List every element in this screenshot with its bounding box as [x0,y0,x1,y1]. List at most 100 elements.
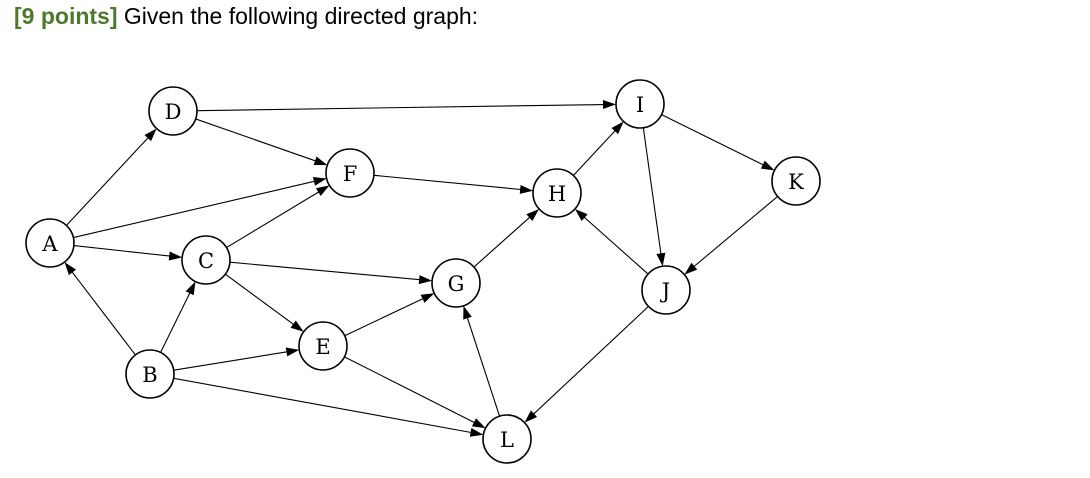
edge-line [73,245,172,257]
node-label: C [198,249,214,273]
node-circle [771,156,821,206]
node-l: L [482,414,532,464]
arrowhead [144,128,157,142]
node-label: J [660,279,670,303]
arrowhead [285,347,300,357]
arrowhead [185,281,196,296]
edge-line [73,180,317,239]
edge-line [195,118,318,162]
edge-b-l [173,377,484,437]
edge-c-f [226,185,330,249]
arrowhead [760,160,775,171]
edge-line [572,129,617,176]
node-label: K [788,170,804,194]
edge-line [344,297,425,337]
node-label: L [500,428,514,452]
arrowhead [64,262,77,276]
edge-a-f [73,177,327,239]
arrowhead [313,156,328,166]
arrowhead [463,305,472,320]
edge-k-j [684,195,778,275]
node-k: K [771,156,821,206]
edge-line [692,195,778,268]
edge-line [344,356,477,424]
node-circle [482,414,532,464]
edge-c-g [229,261,433,285]
node-circle [325,148,375,198]
edge-d-f [195,118,328,166]
edge-line [173,377,473,434]
edge-line [582,215,649,275]
node-circle [641,265,691,315]
node-circle [125,349,175,399]
node-circle [181,235,231,285]
arrowhead [526,208,540,221]
points-label: [9 points] [14,3,118,29]
edge-c-e [225,273,304,332]
edge-line [65,136,150,226]
arrowhead [602,100,617,110]
edge-line [229,261,422,281]
edge-line [473,215,532,268]
node-b: B [125,349,175,399]
node-j: J [641,265,691,315]
node-label: B [142,363,157,387]
edge-e-g [344,293,435,337]
node-f: F [325,148,375,198]
edge-line [226,190,321,249]
node-circle [148,86,198,136]
edge-line [160,291,192,353]
nodes-layer: A B C D E F G H I J K L [25,79,821,464]
node-label: I [636,93,644,117]
question-prompt: Given the following directed graph: [123,3,479,29]
node-d: D [148,86,198,136]
arrowhead [684,262,698,275]
edge-b-e [173,347,300,371]
edge-line [173,351,289,371]
node-h: H [532,168,582,218]
edge-g-h [473,208,540,268]
node-label: F [343,162,358,186]
edge-line [661,114,765,167]
arrowhead [290,320,304,332]
edge-l-g [463,305,501,417]
edge-b-a [64,262,136,356]
node-label: H [548,182,566,206]
arrowhead [312,177,327,186]
node-label: G [448,272,465,296]
arrowhead [611,121,624,135]
node-c: C [181,235,231,285]
node-circle [532,168,582,218]
arrowhead [168,251,183,261]
node-label: D [165,100,182,124]
edge-line [373,174,523,191]
arrowhead [469,427,484,437]
question-heading: [9 points] Given the following directed … [14,3,478,30]
edge-i-k [661,114,775,171]
node-circle [25,218,75,268]
arrowhead [471,418,486,429]
arrowhead [418,275,433,285]
edge-b-c [160,281,196,353]
edge-line [225,273,296,326]
node-label: E [315,335,330,359]
edge-f-h [373,174,534,194]
node-g: G [431,258,481,308]
edge-a-d [65,128,157,226]
edge-d-i [196,100,617,112]
node-circle [298,321,348,371]
arrowhead [656,252,666,267]
edge-h-i [572,121,624,176]
arrowhead [420,293,435,303]
node-circle [431,258,481,308]
edge-a-c [73,245,183,261]
node-i: I [615,79,665,129]
node-e: E [298,321,348,371]
edge-line [466,316,501,417]
edge-j-h [574,208,649,275]
node-circle [615,79,665,129]
node-label: A [41,232,58,256]
edge-line [642,127,662,256]
edge-line [70,270,136,356]
